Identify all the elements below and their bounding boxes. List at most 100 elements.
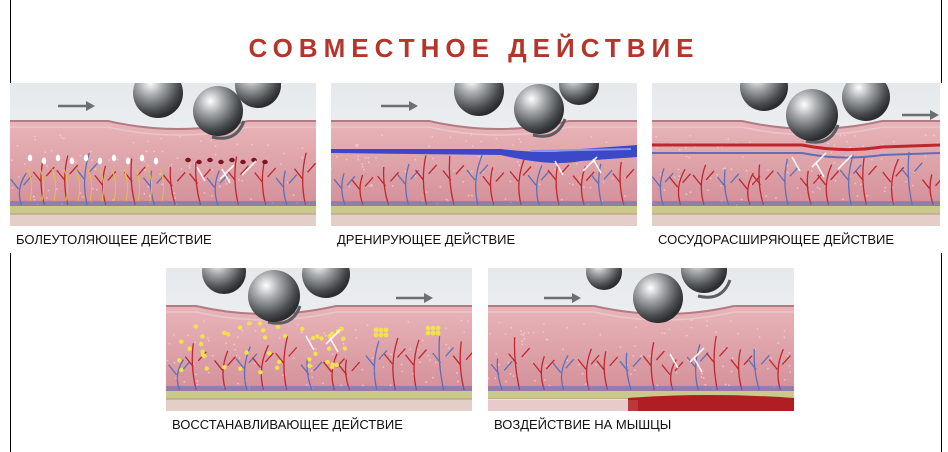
tissue-cell — [187, 335, 189, 337]
tissue-cell — [189, 167, 191, 169]
tissue-cell — [465, 140, 467, 142]
tissue-cell — [674, 176, 676, 178]
tissue-cell — [871, 159, 873, 161]
tissue-cell — [649, 355, 651, 357]
tissue-cell — [149, 195, 151, 197]
tissue-cell — [585, 383, 587, 385]
tissue-cell — [630, 373, 632, 375]
tissue-cell — [183, 381, 185, 383]
deep-vessel — [652, 201, 940, 206]
tissue-cell — [325, 335, 327, 337]
nutrient-particle — [238, 367, 242, 371]
tissue-cell — [392, 185, 394, 187]
tissue-cell — [356, 337, 358, 339]
tissue-cell — [332, 353, 334, 355]
nutrient-particle — [238, 325, 242, 329]
tissue-cell — [450, 136, 452, 138]
tissue-cell — [472, 145, 474, 147]
tissue-cell — [572, 184, 574, 186]
tissue-cell — [237, 383, 239, 385]
tissue-cell — [435, 362, 437, 364]
tissue-cell — [18, 176, 20, 178]
tissue-cell — [12, 187, 14, 189]
tissue-cell — [620, 346, 622, 348]
tissue-cell — [282, 374, 284, 376]
tissue-cell — [679, 149, 681, 151]
tissue-cell — [656, 147, 658, 149]
tissue-cell — [44, 151, 46, 153]
tissue-cell — [147, 140, 149, 142]
tissue-cell — [432, 158, 434, 160]
tissue-cell — [169, 343, 171, 345]
tissue-cell — [884, 187, 886, 189]
tissue-cell — [635, 326, 637, 328]
tissue-cell — [390, 384, 392, 386]
nutrient-particle — [261, 328, 265, 332]
tissue-cell — [161, 183, 163, 185]
tissue-cell — [144, 161, 146, 163]
tissue-cell — [731, 371, 733, 373]
tissue-cell — [881, 158, 883, 160]
panel-caption: ВОССТАНАВЛИВАЮЩЕЕ ДЕЙСТВИЕ — [166, 411, 472, 438]
tissue-cell — [153, 151, 155, 153]
tissue-cell — [306, 384, 308, 386]
fascia-layer — [166, 391, 472, 399]
tissue-cell — [90, 151, 92, 153]
tissue-cell — [840, 135, 842, 137]
tissue-cell — [933, 135, 935, 137]
tissue-cell — [731, 168, 733, 170]
tissue-cell — [640, 355, 642, 357]
nutrient-particle — [205, 366, 209, 370]
nutrient-particle — [179, 340, 183, 344]
tissue-cell — [61, 137, 63, 139]
tissue-cell — [545, 365, 547, 367]
subcutaneous-layer — [331, 214, 637, 226]
tissue-cell — [480, 141, 482, 143]
tissue-cell — [723, 168, 725, 170]
tissue-cell — [349, 186, 351, 188]
tissue-cell — [401, 371, 403, 373]
tissue-cell — [817, 187, 819, 189]
tissue-cell — [446, 199, 448, 201]
tissue-cell — [811, 170, 813, 172]
tissue-cell — [884, 190, 886, 192]
tissue-cell — [422, 340, 424, 342]
tissue-cell — [35, 139, 37, 141]
tissue-cell — [777, 342, 779, 344]
tissue-cell — [784, 379, 786, 381]
blocked-signal-drop — [185, 158, 191, 162]
massage-ball — [633, 273, 683, 323]
tissue-cell — [685, 147, 687, 149]
tissue-cell — [372, 357, 374, 359]
tissue-cell — [160, 138, 162, 140]
nutrient-particle — [307, 357, 311, 361]
tissue-cell — [238, 179, 240, 181]
tissue-cell — [381, 134, 383, 136]
tissue-cell — [219, 186, 221, 188]
tissue-cell — [632, 355, 634, 357]
tissue-cell — [513, 375, 515, 377]
tissue-cell — [225, 342, 227, 344]
tissue-cell — [494, 377, 496, 379]
tissue-cell — [428, 145, 430, 147]
tissue-cell — [523, 338, 525, 340]
tissue-cell — [925, 134, 927, 136]
tissue-cell — [179, 136, 181, 138]
tissue-cell — [432, 377, 434, 379]
tissue-cell — [194, 162, 196, 164]
tissue-cell — [215, 154, 217, 156]
massage-ball — [786, 89, 838, 141]
tissue-cell — [690, 191, 692, 193]
tissue-cell — [706, 320, 708, 322]
tissue-cell — [634, 345, 636, 347]
tissue-cell — [355, 329, 357, 331]
tissue-cell — [159, 173, 161, 175]
nutrient-particle — [277, 360, 281, 364]
tissue-cell — [703, 377, 705, 379]
tissue-cell — [463, 332, 465, 334]
tissue-cell — [767, 368, 769, 370]
tissue-cell — [471, 170, 473, 172]
tissue-cell — [797, 187, 799, 189]
nutrient-particle — [199, 342, 203, 346]
nutrient-particle — [313, 352, 317, 356]
